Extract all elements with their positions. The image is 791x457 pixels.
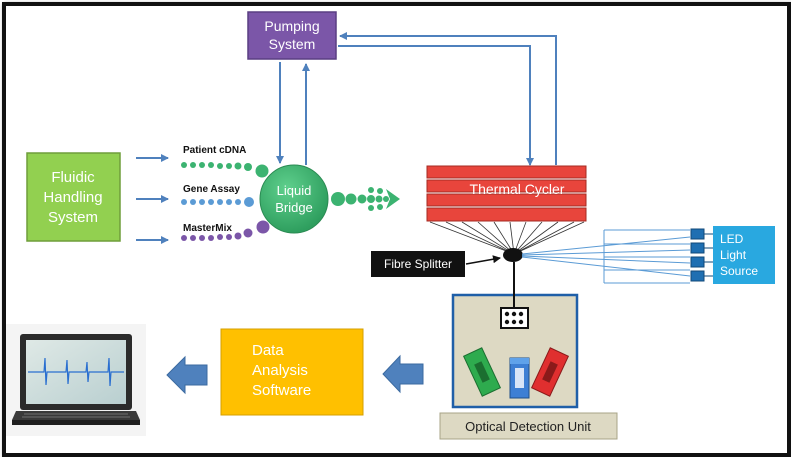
pumping-system-label-1: Pumping	[264, 18, 319, 34]
assay-droplet-stream	[181, 197, 254, 207]
liquid-bridge: Liquid Bridge	[259, 164, 329, 234]
led-label-3: Source	[720, 264, 758, 278]
led-fibre-lines	[521, 229, 691, 284]
data-analysis-box: Data Analysis Software	[220, 328, 364, 416]
cycler-to-pump-arrow	[339, 32, 557, 165]
thermal-cycler-label: Thermal Cycler	[470, 181, 565, 197]
laptop-image	[6, 324, 146, 436]
cdna-droplet-stream	[181, 162, 269, 178]
pumping-system-box: Pumping System	[247, 11, 337, 60]
led-label-1: LED	[720, 232, 744, 246]
data-analysis-label-3: Software	[252, 382, 311, 399]
data-analysis-label-1: Data	[252, 342, 284, 359]
patient-cdna-label: Patient cDNA	[183, 145, 246, 156]
fibre-splitter-label: Fibre Splitter	[384, 257, 452, 271]
fluidic-label-1: Fluidic	[51, 169, 95, 186]
led-light-source: LED Light Source	[690, 226, 775, 284]
fibre-splitter-callout: Fibre Splitter	[371, 251, 501, 277]
data-analysis-label-2: Analysis	[252, 362, 308, 379]
liquid-bridge-label-2: Bridge	[275, 200, 313, 215]
bridge-output-droplets	[331, 187, 400, 211]
mastermix-droplet-stream	[181, 220, 270, 241]
liquid-bridge-label-1: Liquid	[277, 183, 312, 198]
optical-detection-unit: Optical Detection Unit	[439, 262, 618, 440]
screen-signal-trace	[28, 357, 124, 387]
fluidic-label-2: Handling	[43, 189, 102, 206]
red-detector	[530, 347, 570, 397]
blue-detector	[509, 357, 530, 399]
fibre-splitter-node	[503, 248, 523, 262]
software-to-laptop-arrow	[166, 355, 208, 395]
thermal-cycler: Thermal Cycler	[426, 165, 587, 222]
led-label-2: Light	[720, 248, 747, 262]
pump-to-cycler-arrow	[338, 45, 534, 166]
fluidic-handling-box: Fluidic Handling System	[26, 152, 121, 242]
fluidic-label-3: System	[48, 209, 98, 226]
pumping-system-label-2: System	[269, 36, 316, 52]
gene-assay-label: Gene Assay	[183, 184, 240, 195]
optical-detection-label: Optical Detection Unit	[465, 419, 591, 434]
green-detector	[462, 347, 502, 397]
mastermix-label: MasterMix	[183, 223, 232, 234]
optical-to-software-arrow	[382, 354, 424, 394]
fibre-bundle	[429, 221, 585, 255]
